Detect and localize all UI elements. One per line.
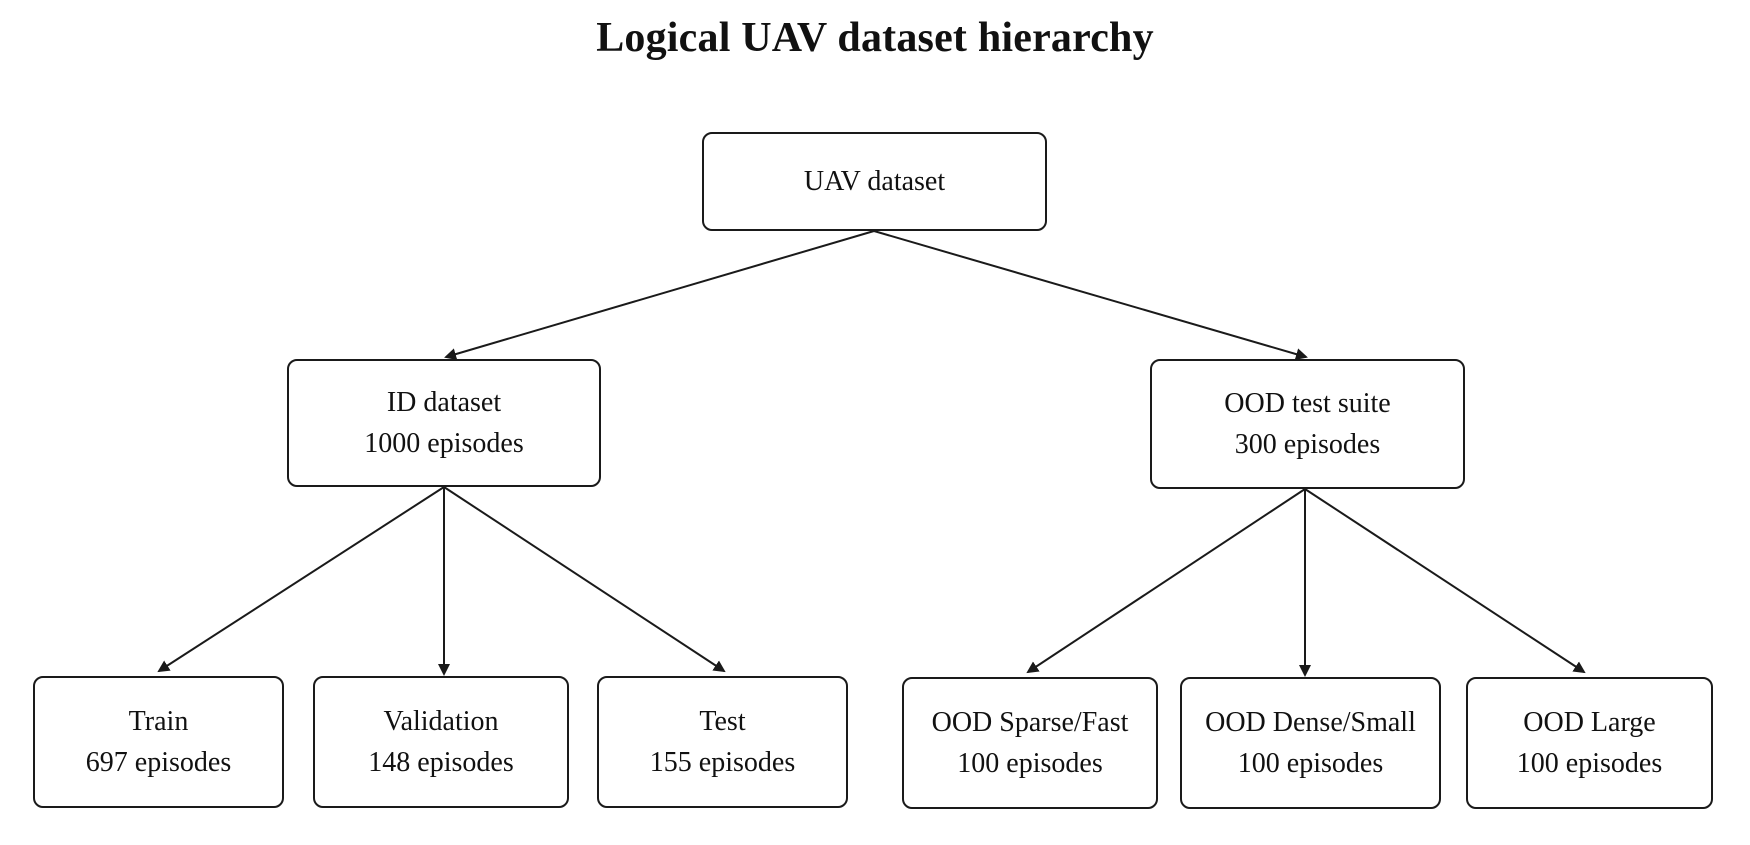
node-ood-test-suite: OOD test suite 300 episodes: [1150, 359, 1465, 489]
node-label: Train: [128, 706, 189, 737]
node-episode-count: 100 episodes: [957, 748, 1103, 779]
node-episode-count: 155 episodes: [649, 747, 796, 778]
node-episode-count: 100 episodes: [1516, 748, 1663, 779]
node-ood-sparse-fast: OOD Sparse/Fast 100 episodes: [902, 677, 1158, 809]
node-id-dataset: ID dataset 1000 episodes: [287, 359, 601, 487]
node-uav-dataset: UAV dataset: [702, 132, 1047, 231]
edge-ood-to-sparse: [1026, 488, 1306, 674]
edge-id-to-train: [157, 486, 445, 673]
node-episode-count: 1000 episodes: [364, 428, 524, 459]
node-validation: Validation 148 episodes: [313, 676, 569, 808]
node-label: Validation: [383, 706, 499, 737]
node-label: OOD test suite: [1224, 388, 1391, 419]
node-train: Train 697 episodes: [33, 676, 284, 808]
node-ood-large: OOD Large 100 episodes: [1466, 677, 1713, 809]
node-ood-dense-small: OOD Dense/Small 100 episodes: [1180, 677, 1441, 809]
node-label: UAV dataset: [803, 166, 946, 197]
edge-root-to-id: [444, 230, 875, 360]
node-label: ID dataset: [386, 387, 502, 418]
diagram-title: Logical UAV dataset hierarchy: [596, 15, 1154, 61]
node-episode-count: 300 episodes: [1234, 429, 1381, 460]
node-episode-count: 100 episodes: [1237, 748, 1384, 779]
edge-ood-to-large: [1304, 488, 1586, 674]
node-episode-count: 148 episodes: [368, 747, 514, 778]
node-episode-count: 697 episodes: [85, 747, 232, 778]
node-label: OOD Large: [1523, 707, 1656, 738]
node-label: Test: [699, 706, 746, 737]
node-label: OOD Dense/Small: [1205, 707, 1416, 738]
node-test: Test 155 episodes: [597, 676, 848, 808]
edge-id-to-test: [443, 486, 726, 673]
edge-root-to-ood: [873, 230, 1308, 360]
node-label: OOD Sparse/Fast: [931, 707, 1129, 738]
